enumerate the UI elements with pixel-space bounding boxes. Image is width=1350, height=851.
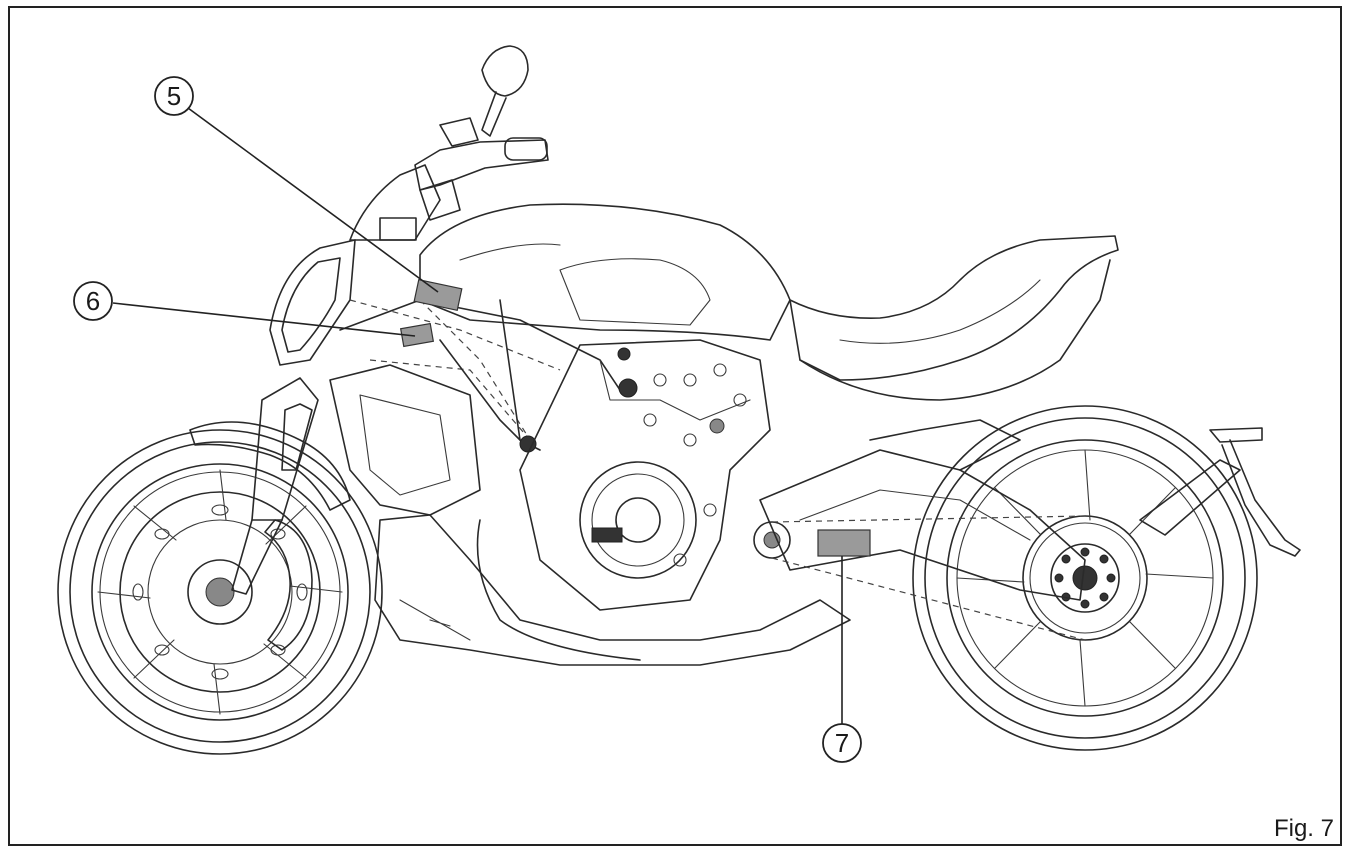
headlight-cowl — [269, 164, 441, 366]
handlebar-mirror — [414, 45, 549, 221]
callout-number-7: 7 — [835, 728, 849, 758]
callout-7: 7 — [822, 723, 862, 763]
label-patch-7 — [817, 529, 871, 557]
front-wheel — [57, 429, 383, 755]
rear-wheel — [912, 405, 1258, 751]
leader-line-5 — [187, 107, 439, 293]
callout-5: 5 — [154, 76, 194, 116]
callout-number-6: 6 — [86, 286, 100, 316]
seat-tail — [789, 235, 1119, 401]
plate-holder — [1139, 427, 1301, 557]
figure-label: Fig. 7 — [1274, 815, 1334, 842]
label-patches — [399, 278, 871, 557]
label-patch-6 — [399, 322, 435, 348]
motorcycle-drawing — [57, 45, 1301, 755]
trellis-frame — [339, 299, 621, 451]
callout-number-5: 5 — [167, 81, 181, 111]
radiator-panel — [329, 364, 537, 516]
callout-6: 6 — [73, 281, 113, 321]
front-fork — [189, 377, 351, 595]
fuel-tank — [419, 203, 791, 341]
label-patch-5 — [413, 278, 463, 312]
engine — [519, 339, 791, 611]
figure-frame — [8, 6, 1342, 846]
exhaust-belly-pan — [374, 514, 851, 666]
swingarm — [759, 419, 1086, 601]
leader-line-6 — [112, 302, 416, 337]
leader-lines — [112, 107, 843, 724]
drive-chain — [771, 515, 1086, 641]
